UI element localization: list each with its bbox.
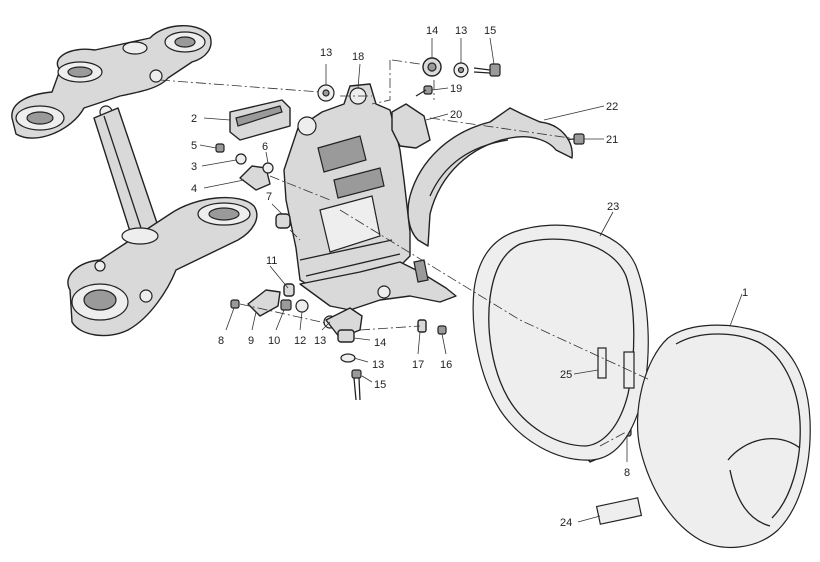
assembly-lines — [159, 59, 651, 447]
callout-13-top: 13 — [320, 47, 332, 59]
callout-2: 2 — [191, 113, 197, 125]
triple-clamp-assembly — [11, 25, 258, 337]
callout-7: 7 — [266, 191, 272, 203]
callout-22: 22 — [606, 101, 618, 113]
callout-labels: 1 2 3 4 5 6 7 8 8 9 10 11 12 13 13 13 13… — [191, 25, 748, 529]
callout-21: 21 — [606, 134, 618, 146]
headlight-inner-shell-23 — [472, 224, 649, 461]
callout-14-lower: 14 — [374, 337, 386, 349]
headlight-lens-1 — [637, 324, 811, 549]
callout-12: 12 — [294, 335, 306, 347]
callout-15-top: 15 — [484, 25, 496, 37]
callout-6: 6 — [262, 141, 268, 153]
callout-11: 11 — [266, 255, 277, 267]
leader-lines — [199, 37, 743, 523]
callout-23: 23 — [607, 201, 619, 213]
callout-13-top-right: 13 — [455, 25, 467, 37]
callout-3: 3 — [191, 161, 197, 173]
callout-9: 9 — [248, 335, 254, 347]
callout-8: 8 — [218, 335, 224, 347]
callout-8-right: 8 — [624, 467, 630, 479]
callout-24: 24 — [560, 517, 572, 529]
callout-13-bottom: 13 — [372, 359, 384, 371]
callout-5: 5 — [191, 140, 197, 152]
callout-25: 25 — [560, 369, 572, 381]
callout-19: 19 — [450, 83, 462, 95]
headlight-support-bracket — [283, 83, 457, 311]
callout-17: 17 — [412, 359, 424, 371]
sticker-24 — [595, 497, 643, 525]
callout-10: 10 — [268, 335, 280, 347]
callout-15-bottom: 15 — [374, 379, 386, 391]
callout-14-top: 14 — [426, 25, 438, 37]
callout-4: 4 — [191, 183, 197, 195]
callout-18: 18 — [352, 51, 364, 63]
callout-20: 20 — [450, 109, 462, 121]
fairing-support-22 — [407, 107, 573, 247]
callout-1: 1 — [742, 287, 748, 299]
callout-16: 16 — [440, 359, 452, 371]
callout-13-lower: 13 — [314, 335, 326, 347]
